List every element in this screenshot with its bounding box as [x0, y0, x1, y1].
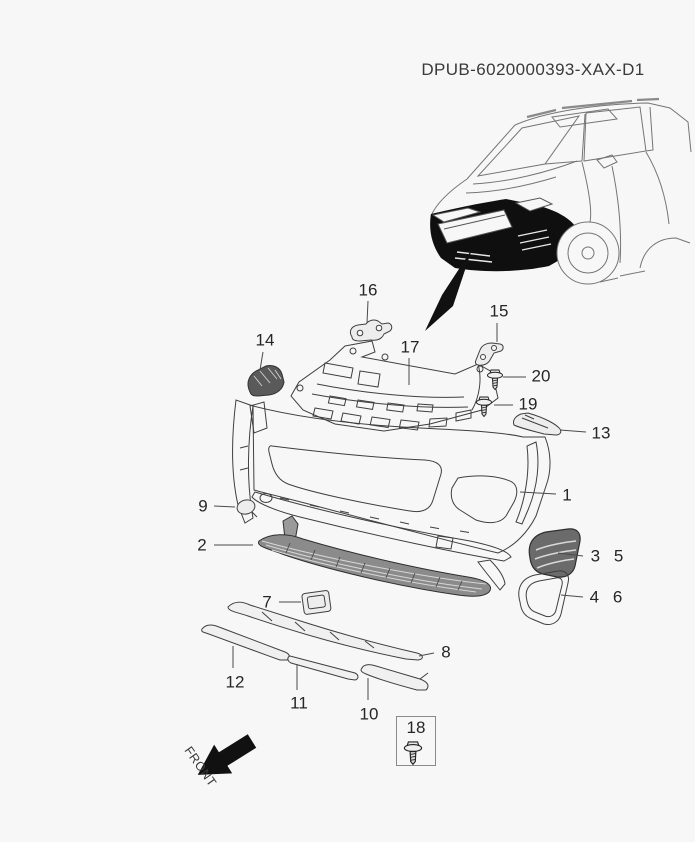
part-3-5-fog-bezel	[528, 528, 581, 578]
page-title: DPUB-6020000393-XAX-D1	[421, 60, 645, 79]
callout-19[interactable]: 19	[518, 394, 538, 414]
screw-icon	[476, 396, 492, 417]
part-2-lower-grille	[257, 515, 491, 597]
callout-1[interactable]: 1	[562, 485, 572, 505]
leader-lines	[213, 300, 587, 700]
part-10-trim-strip	[360, 664, 429, 691]
part-1-bumper-fascia	[232, 399, 551, 591]
callout-8[interactable]: 8	[441, 642, 451, 662]
callout-20[interactable]: 20	[531, 366, 551, 386]
callout-4-6[interactable]: 4 6	[589, 587, 623, 607]
front-arrow-icon	[197, 734, 257, 775]
callout-3-5[interactable]: 3 5	[590, 546, 624, 566]
part-12-trim-strip	[201, 624, 290, 661]
callout-14[interactable]: 14	[255, 330, 275, 350]
callout-9[interactable]: 9	[198, 496, 208, 516]
inset-box-18[interactable]: 18	[396, 716, 436, 766]
callout-15[interactable]: 15	[489, 301, 509, 321]
screw-icon	[487, 369, 503, 390]
part-11-trim-strip	[287, 655, 359, 681]
callout-13[interactable]: 13	[591, 423, 611, 443]
part-14-bracket	[247, 365, 285, 397]
callout-7[interactable]: 7	[262, 592, 272, 612]
part-7-tow-cover	[301, 590, 332, 615]
part-4-6-fog-ring	[518, 570, 569, 625]
part-13-bracket	[513, 412, 562, 436]
callout-2[interactable]: 2	[197, 535, 207, 555]
part-17-under-shield	[290, 340, 499, 432]
highlighted-bumper-area	[430, 197, 578, 272]
callout-18: 18	[406, 718, 426, 737]
part-8-trim-strip	[227, 601, 423, 661]
callout-17[interactable]: 17	[400, 337, 420, 357]
callout-11[interactable]: 11	[290, 693, 308, 713]
callout-16[interactable]: 16	[358, 280, 378, 300]
callout-10[interactable]: 10	[359, 704, 379, 724]
part-15-bracket	[474, 342, 504, 366]
part-9-cap	[236, 499, 258, 518]
vehicle-sketch	[430, 97, 692, 283]
callout-12[interactable]: 12	[225, 672, 245, 692]
location-arrow	[425, 249, 472, 331]
front-wheel	[556, 221, 620, 285]
part-16-bracket	[349, 319, 393, 342]
